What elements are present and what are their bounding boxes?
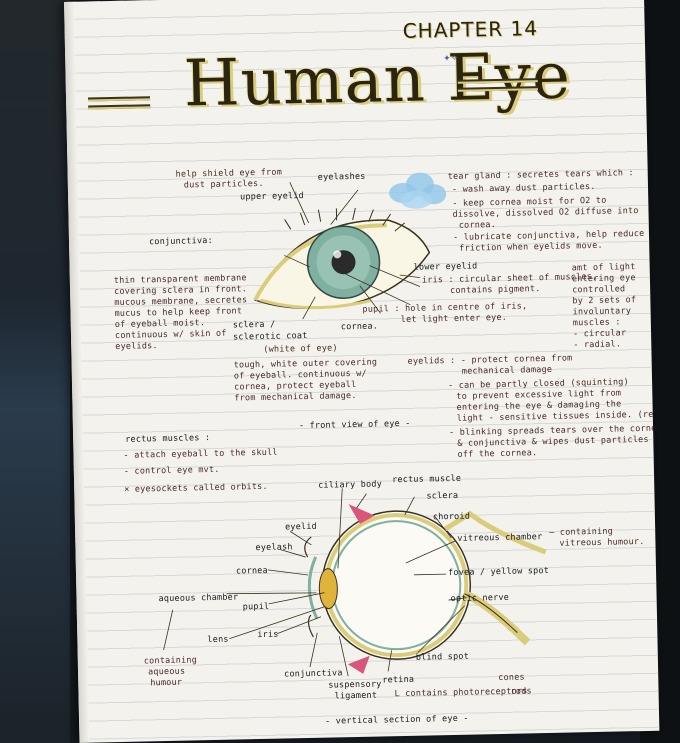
aqueous-note-3: humour: [150, 677, 183, 689]
label-conjunctiva-section: conjunctiva: [284, 668, 343, 680]
label-upper-eyelid: upper eyelid: [240, 191, 305, 203]
background-left: [0, 0, 70, 743]
label-retina: retina: [382, 674, 415, 686]
label-cornea-front: cornea.: [340, 321, 379, 333]
eyelashes-desc-2: dust particles.: [183, 178, 264, 191]
label-sclera-section: sclera: [426, 490, 459, 502]
conjunctiva-note-7: eyelids.: [115, 341, 158, 353]
iris-side-4: by 2 sets of: [572, 295, 637, 307]
label-cornea-section: cornea: [235, 565, 268, 577]
rectus-muscle-bottom: [347, 655, 370, 674]
sclera-white-of-eye: (white of eye): [263, 343, 338, 355]
vitreous-note-1: — containing: [549, 526, 614, 538]
lower-lid-shade: [259, 298, 371, 310]
cornea-shape: [307, 556, 319, 620]
rectus-title: rectus muscles :: [125, 433, 211, 445]
label-conjunctiva: conjunctiva:: [148, 235, 213, 248]
label-aqueous-chamber: aqueous chamber: [158, 592, 239, 605]
upper-lid-shade: [253, 223, 387, 301]
label-iris-section: iris: [257, 629, 279, 641]
cloud-drawing: [389, 172, 447, 209]
iris-side-3: controlled: [572, 284, 626, 296]
section-drawing: [304, 504, 547, 674]
label-ciliary-body: ciliary body: [318, 479, 383, 491]
photoreceptor-rods: rods: [510, 686, 532, 697]
label-vitreous-chamber: vitreous chamber: [457, 532, 543, 544]
iris-note-2: contains pigment.: [450, 284, 541, 296]
iris-side-5: involuntary: [572, 306, 632, 318]
iris-side-2: entering eye: [571, 273, 636, 285]
label-eyelid: eyelid: [284, 521, 318, 533]
label-suspensory-1: suspensory: [328, 679, 382, 691]
label-sclerotic-coat: sclerotic coat: [232, 330, 308, 343]
label-choroid: choroid: [432, 511, 471, 523]
iris-side-1: amt of light: [571, 262, 636, 274]
iris-side-6: muscles :: [572, 317, 621, 329]
label-eyelash: eyelash: [255, 542, 293, 554]
eyelids-note-9: off the cornea.: [457, 448, 538, 460]
label-suspensory-2: ligament: [334, 690, 378, 702]
label-lower-eyelid: lower eyelid: [413, 261, 478, 273]
aqueous-note-2: aqueous: [147, 666, 186, 678]
label-fovea: fovea / yellow spot: [447, 565, 550, 579]
iris-side-8: - radial.: [573, 339, 622, 351]
rectus-note-2: - control eye mvt.: [123, 464, 220, 477]
iris-side-7: - circular: [572, 328, 627, 340]
notebook-page: CHAPTER 14 Human Eye ✦✧: [64, 0, 660, 743]
photoreceptor-cones: cones: [498, 672, 525, 684]
rectus-muscle-top: [348, 504, 375, 524]
section-leader-lines: [163, 488, 467, 677]
eyelids-note-2: mechanical damage: [461, 364, 553, 377]
conjunctiva-note-5: of eyeball moist.: [114, 318, 206, 331]
aqueous-note-1: containing: [143, 655, 198, 667]
label-optic-nerve: optic nerve: [450, 592, 510, 605]
label-pupil-section: pupil: [242, 601, 270, 613]
label-rectus-muscle: rectus muscle: [391, 473, 462, 486]
label-lens: lens: [207, 634, 229, 646]
vitreous-note-2: vitreous humour.: [559, 536, 645, 549]
label-blind-spot: blind spot: [415, 651, 470, 663]
eye-illustrations: [163, 172, 547, 677]
label-sclera: sclera /: [232, 319, 276, 331]
label-eyelashes: eyelashes: [317, 171, 366, 183]
tear-gland-note-5: cornea.: [458, 220, 497, 231]
lens-shape: [318, 568, 338, 610]
